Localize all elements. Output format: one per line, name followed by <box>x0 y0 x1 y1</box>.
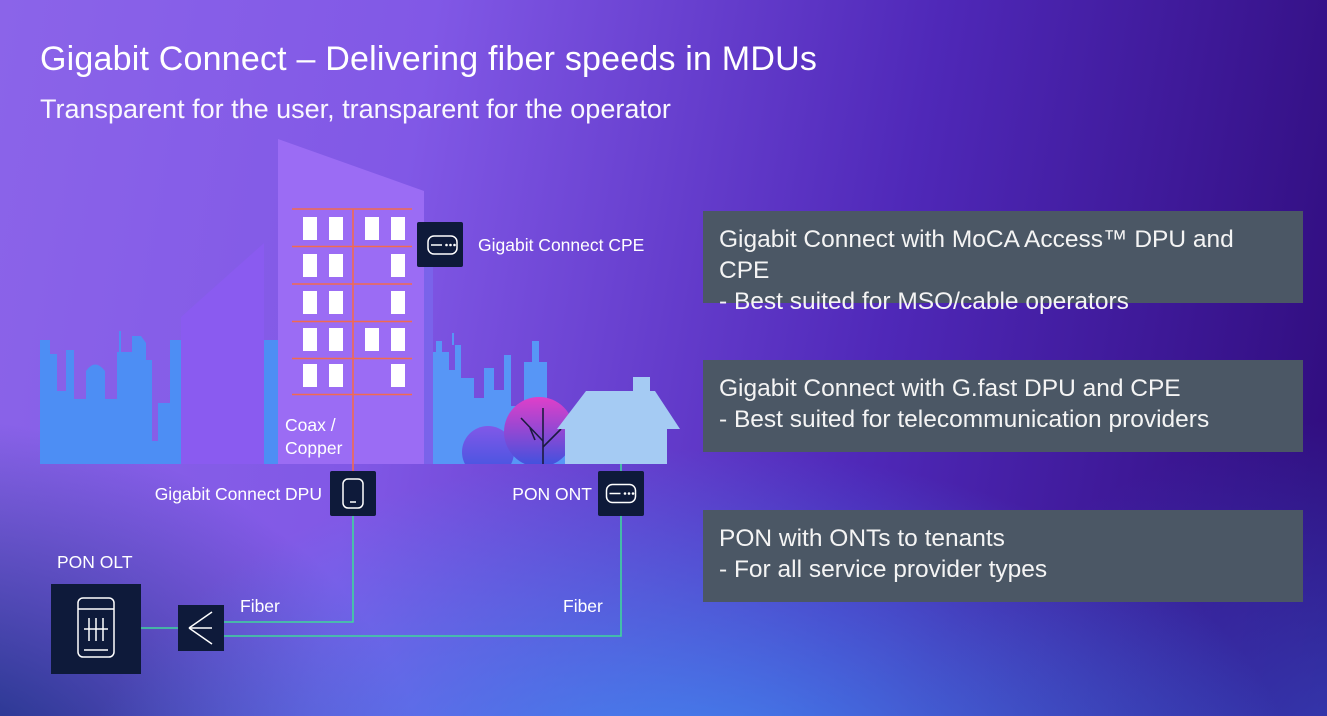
dpu-unit-icon <box>330 471 376 516</box>
callout-pon-subtitle: - For all service provider types <box>719 556 1048 583</box>
back-tower <box>181 243 264 464</box>
callout-gfast-subtitle: - Best suited for telecommunication prov… <box>719 406 1210 433</box>
optical-splitter-icon <box>178 605 224 651</box>
callout-moca: Gigabit Connect with MoCA Access™ DPU an… <box>703 211 1303 315</box>
olt-rack-icon <box>51 584 141 674</box>
callout-moca-title: Gigabit Connect with MoCA Access™ DPU an… <box>719 226 1234 284</box>
fiber-label-left: Fiber <box>240 596 280 616</box>
violet-tower-sliver <box>424 243 433 464</box>
house-roof <box>557 391 680 429</box>
bush <box>462 426 514 464</box>
tree-foliage <box>504 397 574 464</box>
ont-modem-icon <box>598 471 644 516</box>
house-chimney <box>633 377 650 393</box>
house <box>557 377 680 464</box>
olt-label: PON OLT <box>57 552 133 572</box>
callout-pon-title: PON with ONTs to tenants <box>719 525 1005 552</box>
house-body <box>565 428 667 464</box>
callout-gfast-title: Gigabit Connect with G.fast DPU and CPE <box>719 375 1181 402</box>
tree-trunk <box>520 408 562 464</box>
coax-copper-label: Coax / Copper <box>285 415 343 458</box>
building-windows <box>303 217 405 387</box>
cpe-modem-icon <box>417 222 463 267</box>
cpe-label: Gigabit Connect CPE <box>478 235 645 255</box>
building-coax-lines <box>292 208 412 396</box>
fiber-label-right: Fiber <box>563 596 603 616</box>
callout-gfast: Gigabit Connect with G.fast DPU and CPE … <box>703 360 1303 452</box>
callout-moca-subtitle: - Best suited for MSO/cable operators <box>719 288 1129 315</box>
ont-label: PON ONT <box>512 484 592 504</box>
page-title: Gigabit Connect – Delivering fiber speed… <box>40 40 818 78</box>
page-subtitle: Transparent for the user, transparent fo… <box>40 94 671 124</box>
dpu-label: Gigabit Connect DPU <box>154 484 322 504</box>
callout-pon: PON with ONTs to tenants - For all servi… <box>703 510 1303 602</box>
